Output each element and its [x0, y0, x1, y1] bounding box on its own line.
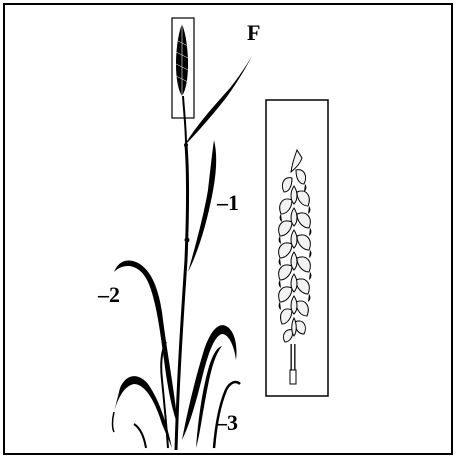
- wheat-plant-icon: F –1 –2 –3: [97, 18, 260, 450]
- lower-leaf-left-tip: [113, 412, 115, 432]
- lower-leaf-small-left: [134, 424, 146, 448]
- spikelets: [279, 170, 311, 342]
- wheat-spike-enlarged-icon: [279, 150, 312, 384]
- spike-inset-frame: [266, 100, 328, 396]
- label-flag-leaf: F: [247, 20, 260, 45]
- label-leaf-2: –2: [97, 282, 120, 307]
- peduncle: [183, 96, 186, 145]
- leaf-1: [188, 140, 216, 272]
- leaf-2: [114, 260, 178, 426]
- spike-small-icon: [176, 24, 188, 96]
- spike-tip: [291, 150, 302, 172]
- label-leaf-1: –1: [216, 190, 239, 215]
- main-stem: [176, 145, 188, 450]
